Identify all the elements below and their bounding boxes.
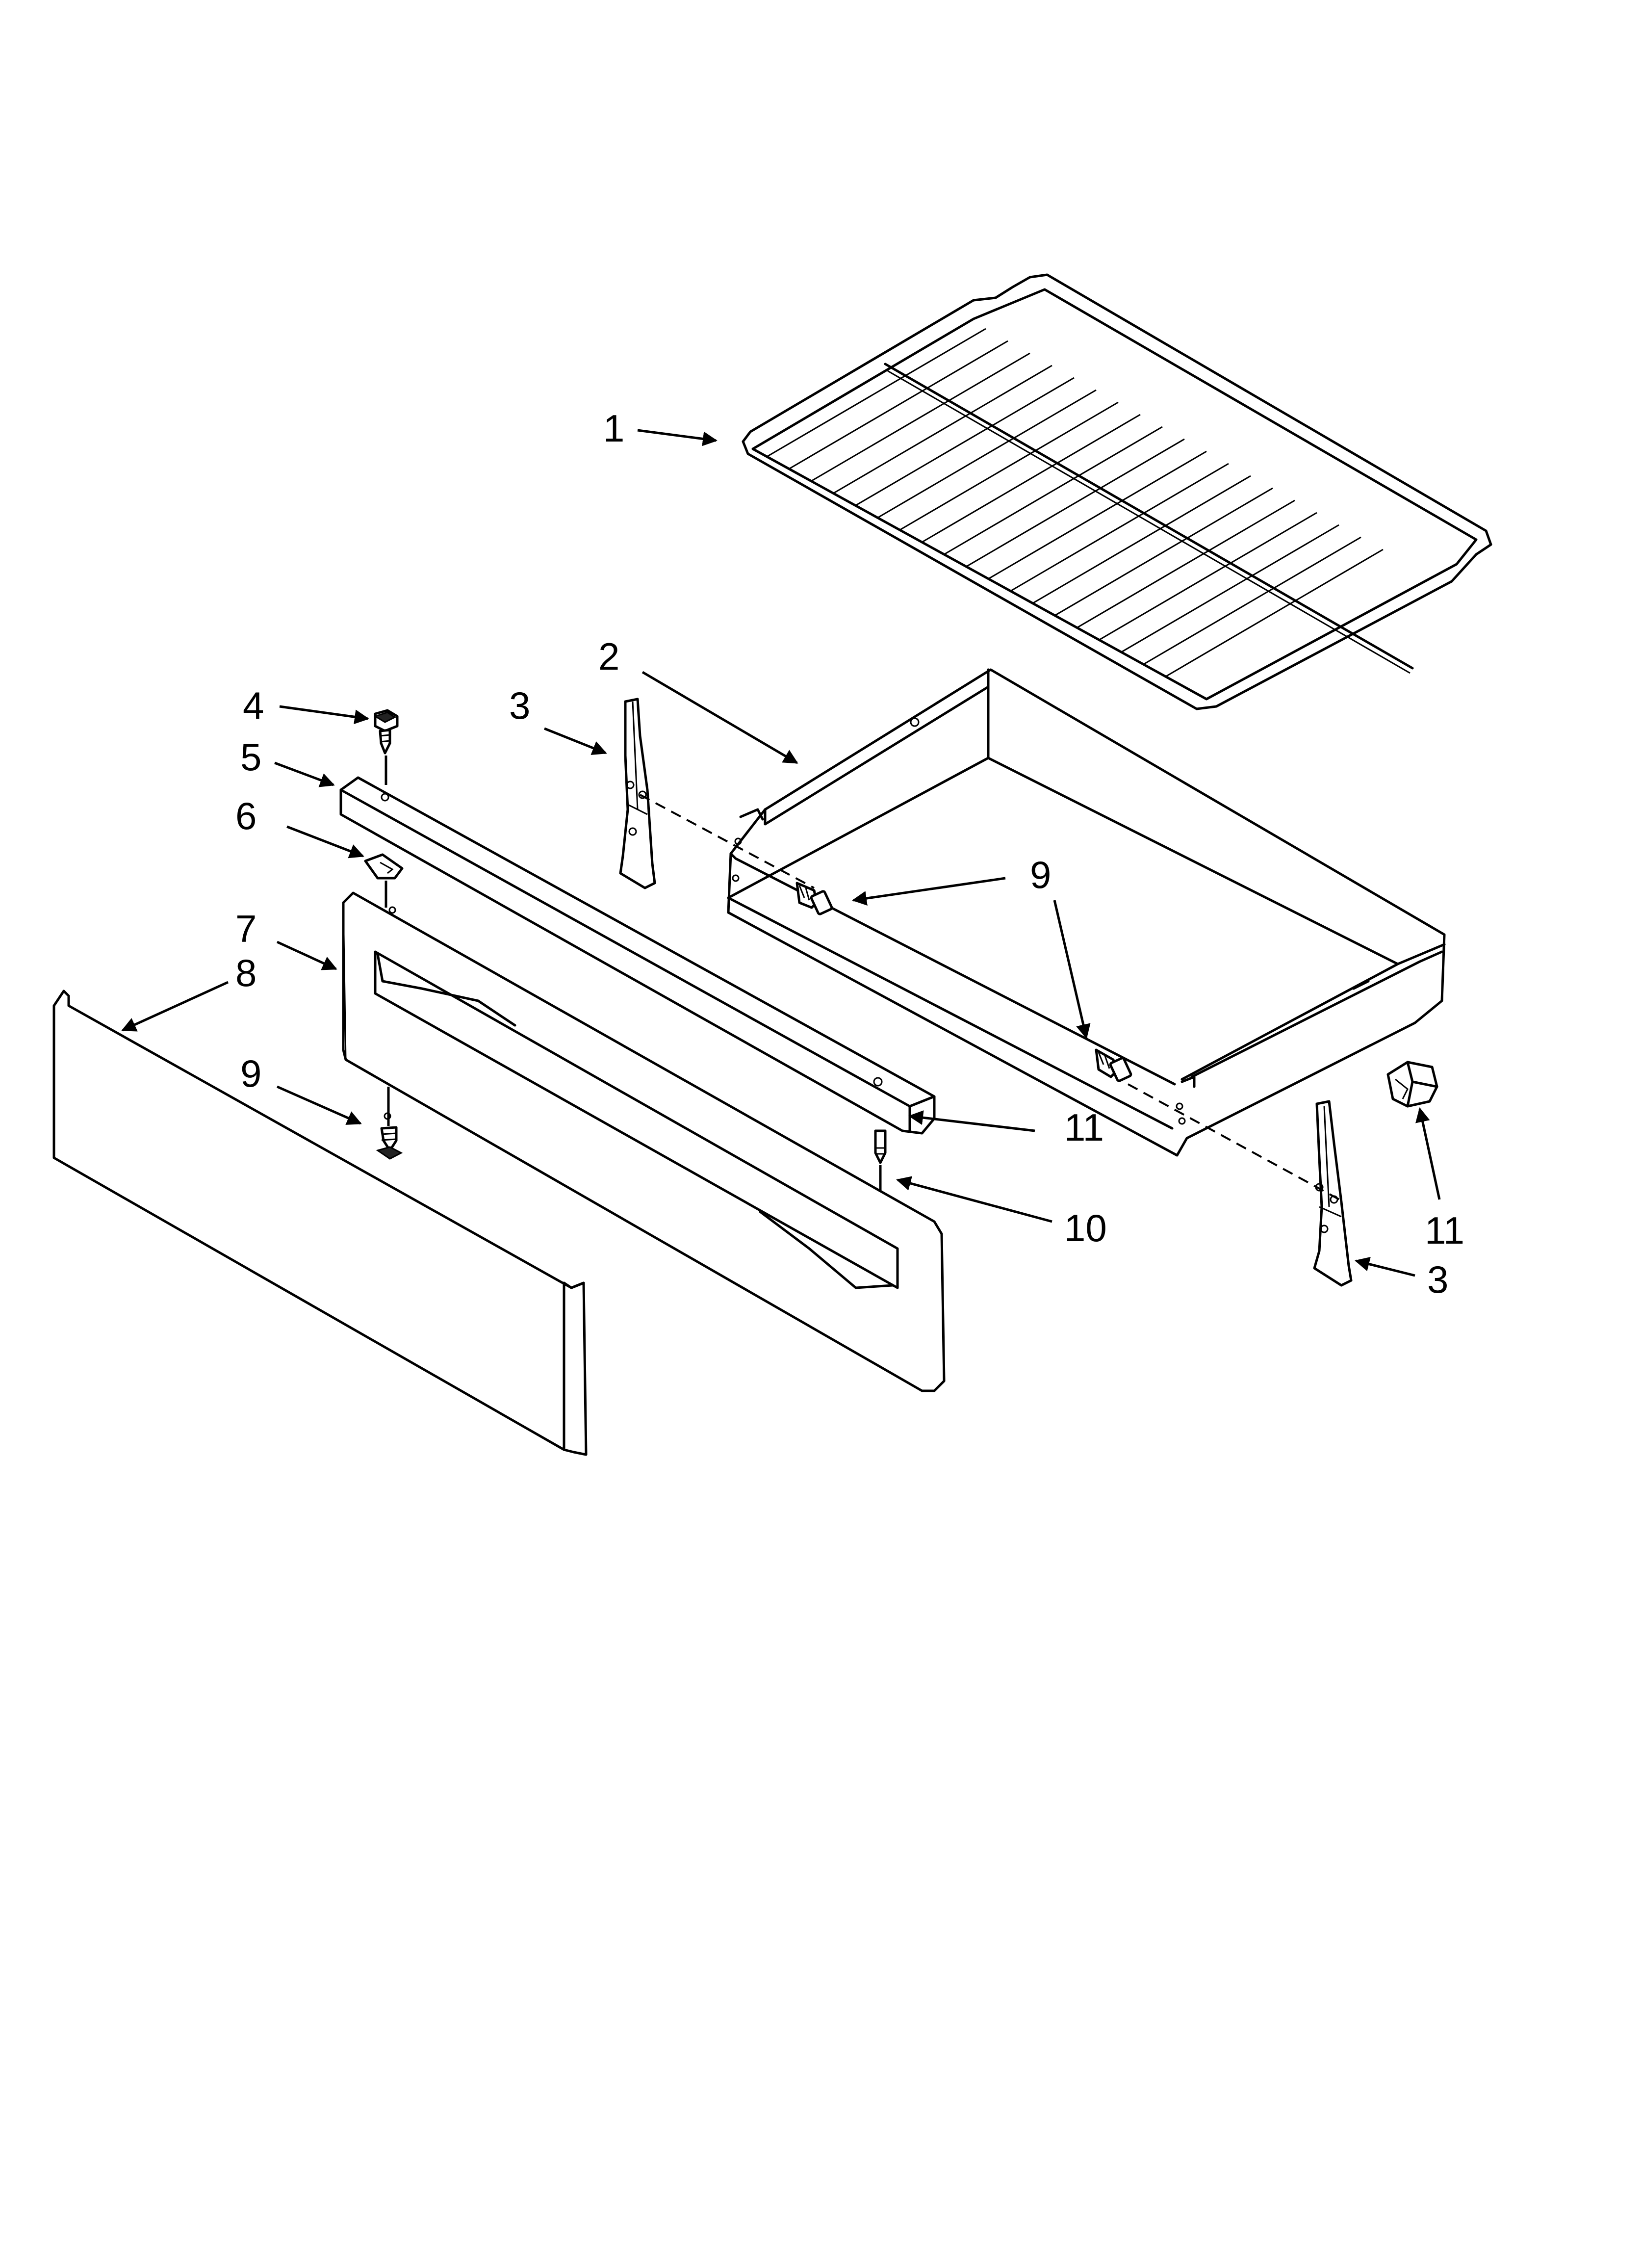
leader-lines — [121, 429, 1441, 1277]
callout-support-rail: 5 — [240, 735, 261, 779]
drawer-pan — [727, 668, 1446, 1157]
oven-rack — [742, 273, 1492, 710]
front-panel — [52, 990, 588, 1456]
callout-stop-bracket: 11 — [1425, 1209, 1464, 1252]
callout-slide-left: 3 — [509, 684, 530, 727]
callout-drawer-front: 7 — [235, 907, 257, 950]
slide-right — [1313, 1100, 1353, 1287]
drawer-front — [342, 891, 946, 1392]
drawer-screw-right — [1095, 1048, 1132, 1082]
clip — [364, 853, 404, 908]
callout-drawer-screw-left: 9 — [1030, 853, 1051, 896]
callout-pin: 10 — [1064, 1206, 1107, 1250]
callout-slide-right: 3 — [1427, 1258, 1448, 1301]
callout-front-panel: 8 — [235, 951, 257, 994]
stop-bracket — [1386, 1061, 1438, 1108]
slide-left — [619, 698, 656, 889]
top-screw — [373, 709, 399, 785]
pin — [874, 1129, 887, 1192]
front-screw — [376, 1087, 403, 1160]
callout-top-screw: 4 — [243, 684, 264, 727]
callout-clip: 6 — [235, 794, 257, 837]
alignment-line-right — [1128, 1083, 1344, 1203]
callout-stop-rail: 11 — [1064, 1106, 1104, 1149]
callout-drawer: 2 — [598, 635, 619, 678]
support-rail — [339, 776, 936, 1135]
alignment-line-left — [640, 794, 815, 889]
callout-rack: 1 — [603, 407, 624, 450]
callout-front-screw: 9 — [240, 1052, 261, 1095]
drawer-screw-left — [795, 882, 833, 915]
